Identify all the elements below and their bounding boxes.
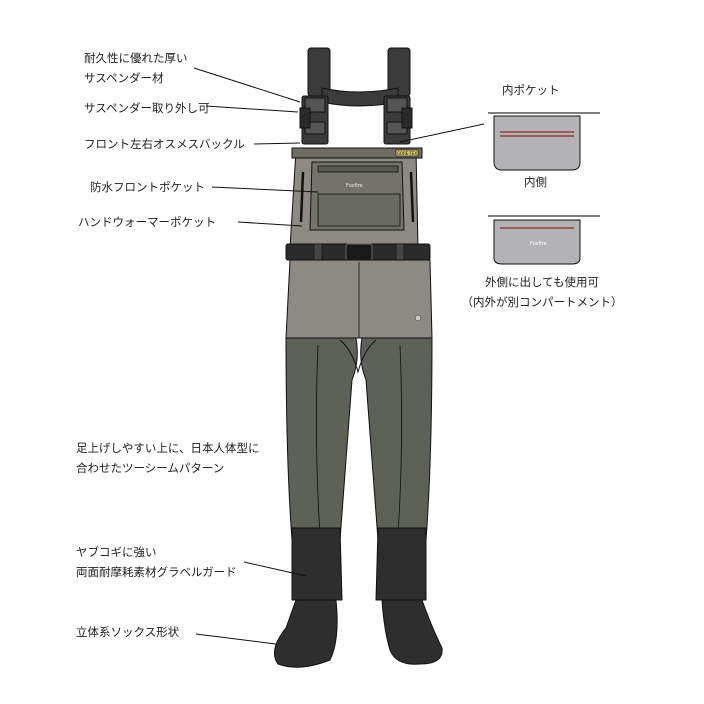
callout-socks-shape: 立体系ソックス形状 — [76, 625, 180, 639]
gravel-guard-left — [291, 527, 343, 601]
brand-logo: Foxfire — [346, 183, 363, 189]
goretex-badge — [395, 149, 419, 157]
sock-left — [273, 599, 338, 668]
gravel-guard-right — [375, 527, 427, 601]
pocket-outside-label: 外側に出しても使用可 （内外が別コンパートメント） — [454, 272, 630, 312]
suspenders — [299, 47, 413, 145]
callout-two-seam-pattern: 足上げしやすい上に、日本人体型に 合わせたツーシームパターン — [76, 438, 260, 478]
pocket-panel-title: 内ポケット — [502, 83, 560, 97]
outer-pocket — [493, 219, 581, 265]
hand-warmer-zip-left — [299, 171, 305, 223]
callout-hand-warmer-pocket: ハンドウォーマーポケット — [78, 215, 216, 229]
callout-front-buckle: フロント左右オスメスバックル — [84, 137, 245, 151]
callout-gravel-guard: ヤブコギに強い 両面耐摩耗素材グラベルガード — [76, 542, 237, 582]
inner-pocket — [493, 115, 581, 171]
callout-line: ヤブコギに強い — [76, 545, 157, 559]
pocket-panel: Foxfire — [488, 112, 600, 265]
belt-buckle — [345, 243, 373, 261]
callout-waterproof-pocket: 防水フロントポケット — [90, 180, 205, 194]
goretex-badge-text: GORE-TEX — [397, 151, 418, 156]
pocket-inside-label: 内側 — [524, 175, 547, 189]
callout-line: 足上げしやすい上に、日本人体型に — [76, 441, 260, 455]
wader-legs — [273, 337, 443, 668]
hand-warmer-zip-right — [409, 171, 415, 223]
sock-right — [381, 599, 443, 665]
callout-line: 外側に出しても使用可 — [484, 275, 600, 289]
leader-lines — [193, 67, 485, 645]
callout-line: 耐久性に優れた厚い — [84, 51, 188, 65]
callout-line: 両面耐摩耗素材グラベルガード — [76, 565, 237, 579]
wader-body: GORE-TEX Foxfire — [285, 147, 433, 339]
callout-line: サスペンダー材 — [84, 71, 164, 85]
callout-line: 合わせたツーシームパターン — [76, 461, 225, 475]
callout-line: （内外が別コンパートメント） — [461, 295, 623, 309]
callout-suspender-removable: サスペンダー取り外し可 — [84, 101, 210, 115]
outer-pocket-logo: Foxfire — [530, 241, 547, 247]
callout-suspender-material: 耐久性に優れた厚い サスペンダー材 — [84, 48, 188, 88]
